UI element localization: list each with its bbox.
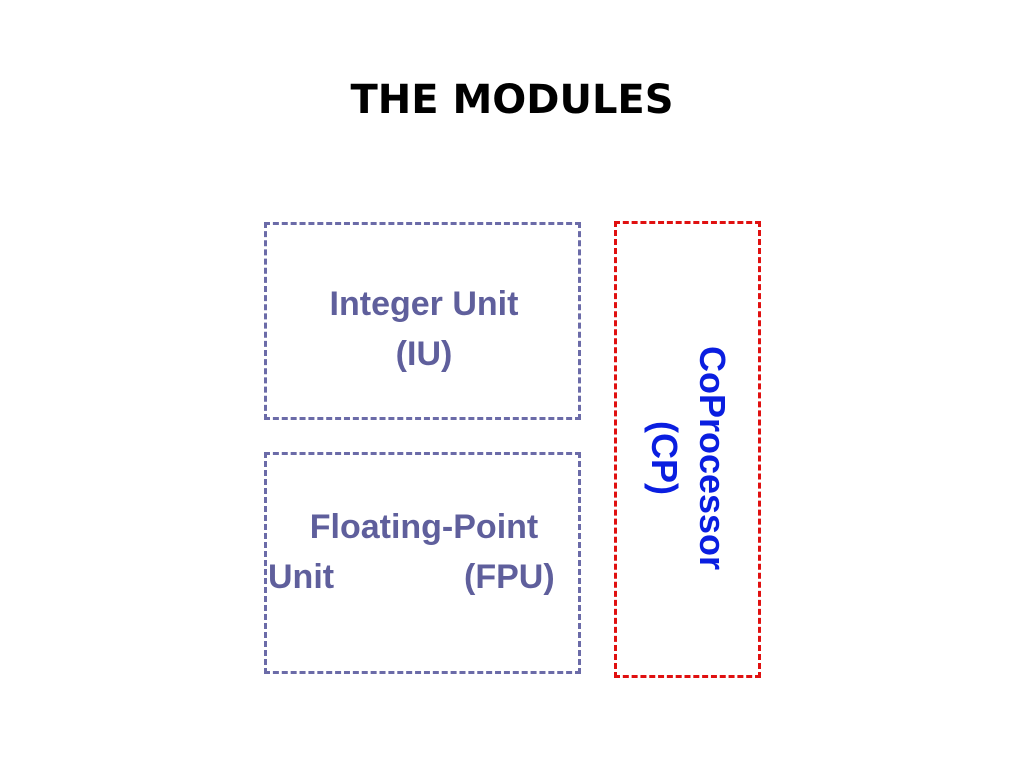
coprocessor-label-abbreviation: (CP) — [644, 421, 685, 495]
coprocessor-label-name: CoProcessor — [692, 345, 733, 571]
coprocessor-box — [614, 221, 761, 678]
coprocessor-label: CoProcessor (CP) — [640, 346, 736, 570]
integer-unit-box — [264, 222, 581, 420]
floating-point-unit-box — [264, 452, 581, 674]
floating-point-unit-label-unit: Unit — [268, 558, 335, 596]
integer-unit-abbreviation: (IU) — [395, 335, 453, 373]
floating-point-unit-abbreviation: (FPU) — [464, 558, 555, 596]
integer-unit-label: Integer Unit — [329, 285, 519, 323]
floating-point-unit-label: Floating-Point — [309, 508, 539, 546]
slide-title: THE MODULES — [350, 77, 674, 123]
